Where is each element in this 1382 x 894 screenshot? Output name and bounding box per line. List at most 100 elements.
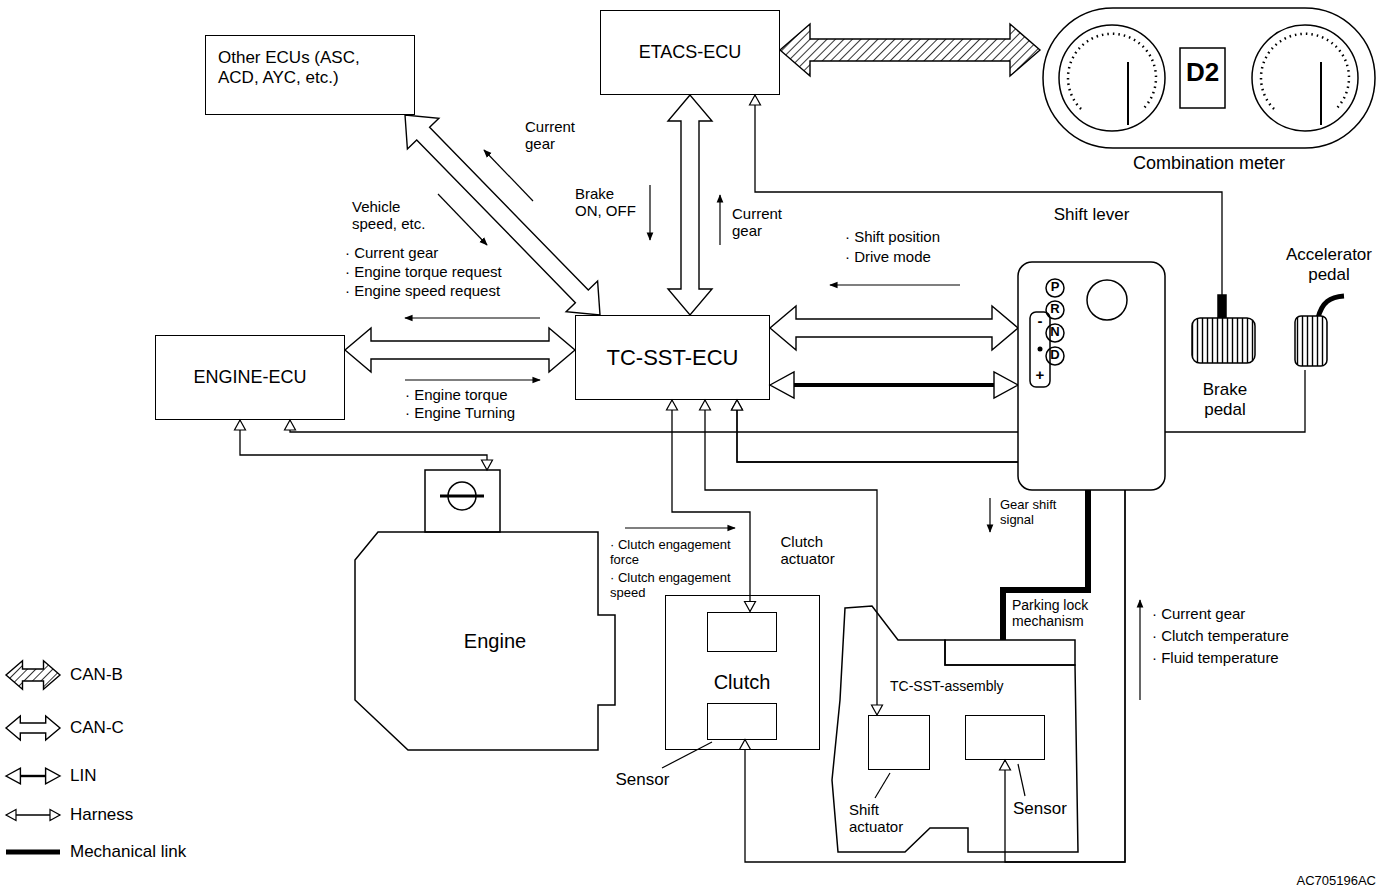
can-b-arrow — [780, 24, 1040, 76]
combination-meter: D2Combination meter — [1040, 5, 1378, 183]
signal-label: · Engine speed request — [345, 282, 500, 299]
legend-text: CAN-C — [70, 718, 124, 738]
arrow-head — [750, 95, 761, 105]
arrow-head — [700, 400, 711, 410]
signal-label: · Engine torque request — [345, 263, 502, 280]
arrow-head — [6, 768, 20, 784]
legend-text: Mechanical link — [70, 842, 186, 862]
arrow-head — [6, 810, 16, 821]
arrow-head — [732, 400, 743, 410]
ecu-box: ENGINE-ECU — [155, 335, 345, 420]
signal-label: AC705196AC — [1290, 874, 1376, 889]
lin-line — [794, 383, 994, 387]
lin-line — [20, 775, 45, 777]
engine-outline — [355, 470, 615, 750]
arrow-head — [872, 705, 883, 715]
node-text: Sensor — [616, 770, 686, 790]
ecu-box: TC-SST-ECU — [575, 315, 770, 400]
node-text: Sensor — [1013, 799, 1083, 819]
shift-lever: Shift leverPRND-+ — [1018, 205, 1165, 490]
arrow-head — [732, 400, 743, 410]
node-text: D2 — [1180, 58, 1225, 88]
legend-sample — [6, 768, 60, 784]
node-text: P — [1047, 280, 1063, 295]
signal-direction-arrow — [405, 150, 1140, 700]
node-text: D — [1047, 348, 1063, 363]
mechanical-link-line — [6, 849, 60, 854]
can-c-arrow — [770, 306, 1018, 350]
arrow-head — [994, 372, 1018, 398]
can-c-arrow — [668, 95, 712, 315]
node-text: Accelerator pedal — [1280, 245, 1378, 284]
arrow-head — [770, 372, 794, 398]
signal-label: · Drive mode — [845, 248, 931, 265]
node-text: Other ECUs (ASC, ACD, AYC, etc.) — [218, 48, 368, 87]
signal-label: · Current gear — [345, 244, 438, 261]
arrow-head — [740, 740, 751, 750]
node-text: Shift lever — [1018, 205, 1165, 225]
node-text: Combination meter — [1089, 153, 1329, 174]
leader-line — [662, 742, 1025, 798]
engine: Engine — [355, 470, 655, 750]
can-c-arrow — [6, 716, 60, 740]
signal-label: · Engine torque — [405, 386, 508, 403]
canb-connector — [780, 24, 1040, 76]
brake-pedal-shape — [1192, 295, 1255, 363]
lin-connector — [770, 372, 1018, 398]
node-text: ETACS-ECU — [639, 42, 742, 63]
signal-label: Current gear — [732, 205, 794, 240]
ecu-box: Other ECUs (ASC, ACD, AYC, etc.) — [205, 35, 415, 115]
signal-label: · Engine Turning — [405, 404, 515, 421]
node-text: Engine — [425, 630, 565, 653]
canc-connector — [345, 328, 575, 372]
accelerator-pedal: Accelerator pedal — [1280, 245, 1378, 370]
ecu-box: ETACS-ECU — [600, 10, 780, 95]
canc-connector — [770, 306, 1018, 350]
transmission-assembly: TC-SST-assemblyShift actuatorSensor — [832, 640, 1080, 855]
legend-text: CAN-B — [70, 665, 123, 685]
node-text: R — [1047, 302, 1063, 317]
node-text: + — [1032, 366, 1048, 383]
signal-label: Gear shift signal — [1000, 498, 1066, 528]
can-b-arrow — [6, 661, 60, 690]
legend-text: LIN — [70, 766, 96, 786]
harness-line — [705, 400, 877, 715]
can-c-arrow — [345, 328, 575, 372]
signal-label: Brake ON, OFF — [575, 185, 639, 220]
arrow-head — [235, 420, 246, 430]
actuator-box: Clutch actuator — [707, 612, 777, 652]
actuator-box: Shift actuator — [868, 715, 930, 770]
signal-label: · Fluid temperature — [1152, 649, 1279, 666]
accelerator-pedal-shape — [1295, 296, 1344, 366]
signal-label: Vehicle speed, etc. — [352, 198, 436, 233]
arrow-head — [1000, 760, 1011, 770]
arrow-head — [46, 768, 60, 784]
node-text: - — [1032, 312, 1048, 329]
harness-line — [240, 420, 487, 470]
harness-connector — [235, 420, 493, 470]
node-text: Clutch — [666, 671, 818, 694]
arrow-head — [482, 460, 493, 470]
signal-label: · Clutch engagement speed — [610, 571, 740, 601]
sensor-box: Sensor — [707, 703, 777, 740]
legend-text: Harness — [70, 805, 133, 825]
legend-sample — [6, 852, 60, 853]
node-text: Shift actuator — [849, 801, 921, 836]
sensor-box: Sensor — [965, 715, 1045, 760]
harness-connector — [700, 400, 883, 715]
brake-pedal: Brake pedal — [1188, 295, 1262, 425]
node-text: TC-SST-ECU — [607, 345, 739, 370]
canc-connector — [668, 95, 712, 315]
node-text: Clutch actuator — [781, 533, 853, 568]
signal-label: Current gear — [525, 118, 587, 153]
combination-meter-outline — [1043, 8, 1375, 148]
signal-label: Parking lock mechanism — [1012, 597, 1112, 629]
clutch-box: Clutch Clutch actuatorSensor — [665, 595, 820, 750]
legend-sample — [6, 661, 60, 690]
arrow-head — [285, 420, 296, 430]
signal-label: · Clutch temperature — [1152, 627, 1289, 644]
legend-sample — [6, 810, 60, 821]
